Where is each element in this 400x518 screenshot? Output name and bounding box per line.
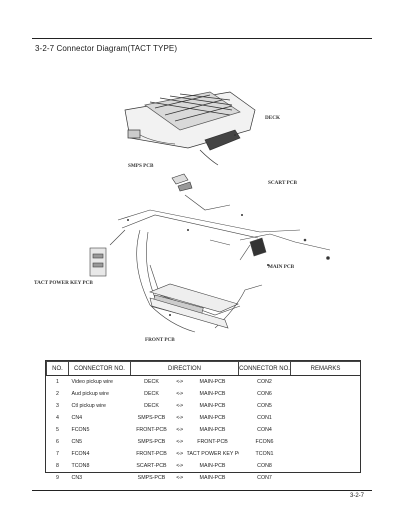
cell-to: MAIN-PCB — [199, 475, 226, 481]
label-main: MAIN PCB — [268, 264, 295, 270]
cell-no: 1 — [56, 379, 59, 385]
table-header-row: NO. CONNECTOR NO. DIRECTION CONNECTOR NO… — [46, 361, 362, 376]
front-pcb-illustration — [149, 297, 229, 329]
cell-from: DECK — [144, 403, 159, 409]
cell-to: MAIN-PCB — [199, 427, 226, 433]
cell-to: MAIN-PCB — [199, 415, 226, 421]
page-number: 3-2-7 — [350, 493, 365, 499]
cell-c1: CN5 — [71, 439, 83, 445]
cell-no: 9 — [56, 475, 59, 481]
cell-arrow: <-> — [176, 475, 183, 481]
cell-no: 3 — [56, 403, 59, 409]
cell-to: MAIN-PCB — [199, 391, 226, 397]
cell-rem — [291, 472, 361, 484]
bottom-rule — [32, 490, 372, 491]
cell-arrow: <-> — [176, 391, 183, 397]
header-connector-2: CONNECTOR NO. — [238, 361, 292, 376]
cell-arrow: <-> — [176, 427, 183, 433]
table-row: 5 FCON5 FRONT-PCB <-> MAIN-PCB CON4 — [47, 424, 361, 436]
cell-no: 6 — [56, 439, 59, 445]
cell-c2: CON5 — [257, 403, 272, 409]
label-scart: SCART PCB — [268, 180, 297, 186]
cell-no: 7 — [56, 451, 59, 457]
cell-arrow: <-> — [176, 415, 183, 421]
cell-from: FRONT-PCB — [136, 427, 167, 433]
cell-rem — [291, 400, 361, 412]
cell-rem — [291, 424, 361, 436]
cell-rem — [291, 388, 361, 400]
cell-arrow: <-> — [176, 403, 183, 409]
cell-c1: Aud pickup wire — [71, 391, 109, 397]
main-chassis-illustration — [109, 194, 331, 333]
cell-c2: TCON1 — [255, 451, 274, 457]
cell-rem — [291, 412, 361, 424]
cell-from: SMPS-PCB — [137, 415, 166, 421]
cell-to: TACT POWER KEY PCB — [186, 451, 239, 457]
header-connector-1: CONNECTOR NO. — [68, 361, 131, 376]
cell-c1: Video pickup wire — [71, 379, 113, 385]
cell-c2: CON8 — [257, 463, 272, 469]
cell-rem — [291, 448, 361, 460]
table-row: 7 FCON4 FRONT-PCB <->TACT POWER KEY PCB TCON… — [47, 448, 361, 460]
cell-arrow: <-> — [176, 451, 183, 457]
cell-from: SCART-PCB — [136, 463, 167, 469]
header-no: NO. — [46, 361, 69, 376]
cell-arrow: <-> — [176, 379, 183, 385]
connector-table: NO. CONNECTOR NO. DIRECTION CONNECTOR NO… — [46, 361, 362, 484]
cell-from: FRONT-PCB — [136, 451, 167, 457]
cell-c2: CON1 — [257, 415, 272, 421]
cell-no: 2 — [56, 391, 59, 397]
cell-no: 8 — [56, 463, 59, 469]
cell-c1: TCON8 — [71, 463, 90, 469]
label-deck: DECK — [265, 115, 280, 121]
cell-c2: CON4 — [257, 427, 272, 433]
page-title: 3-2-7 Connector Diagram(TACT TYPE) — [35, 44, 178, 53]
table-row: 3 Ctl pickup wire DECK <-> MAIN-PCB CON5 — [47, 400, 361, 412]
cell-c1: Ctl pickup wire — [71, 403, 106, 409]
header-direction: DIRECTION — [129, 361, 240, 376]
cell-no: 4 — [56, 415, 59, 421]
cell-no: 5 — [56, 427, 59, 433]
cell-c1: CN3 — [71, 475, 83, 481]
cell-c1: FCON4 — [71, 451, 90, 457]
cell-c1: FCON5 — [71, 427, 90, 433]
label-tact: TACT POWER KEY PCB — [34, 280, 93, 286]
cell-arrow: <-> — [176, 463, 183, 469]
cell-arrow: <-> — [176, 439, 183, 445]
cell-c2: CON7 — [257, 475, 272, 481]
label-front: FRONT PCB — [145, 337, 175, 343]
cell-rem — [291, 376, 361, 389]
cell-c2: CON6 — [257, 391, 272, 397]
connector-diagram: DECK SMPS PCB SCART PCB MAIN PCB TACT PO… — [0, 70, 400, 360]
cell-c2: CON2 — [257, 379, 272, 385]
header-remarks: REMARKS — [290, 361, 362, 376]
table-row: 8 TCON8 SCART-PCB <-> MAIN-PCB CON8 — [47, 460, 361, 472]
cell-to: MAIN-PCB — [199, 403, 226, 409]
cell-rem — [291, 460, 361, 472]
cell-c2: FCON6 — [255, 439, 274, 445]
cell-from: DECK — [144, 391, 159, 397]
cell-from: DECK — [144, 379, 159, 385]
cell-rem — [291, 436, 361, 448]
cell-from: SMPS-PCB — [137, 475, 166, 481]
diagram-drawing — [89, 91, 331, 333]
cell-to: MAIN-PCB — [199, 463, 226, 469]
cell-from: SMPS-PCB — [137, 439, 166, 445]
table-row: 4 CN4 SMPS-PCB <-> MAIN-PCB CON1 — [47, 412, 361, 424]
cell-to: FRONT-PCB — [197, 439, 228, 445]
label-smps: SMPS PCB — [128, 163, 154, 169]
deck-illustration — [124, 91, 256, 166]
cell-to: MAIN-PCB — [199, 379, 226, 385]
table-row: 6 CN5 SMPS-PCB <-> FRONT-PCB FCON6 — [47, 436, 361, 448]
cell-c1: CN4 — [71, 415, 83, 421]
top-rule — [32, 38, 372, 39]
table-row: 2 Aud pickup wire DECK <-> MAIN-PCB CON6 — [47, 388, 361, 400]
smps-illustration — [171, 173, 193, 192]
tact-illustration — [89, 247, 107, 277]
table-row: 9 CN3 SMPS-PCB <-> MAIN-PCB CON7 — [47, 472, 361, 484]
table-row: 1 Video pickup wire DECK <-> MAIN-PCB CON2 — [47, 376, 361, 389]
